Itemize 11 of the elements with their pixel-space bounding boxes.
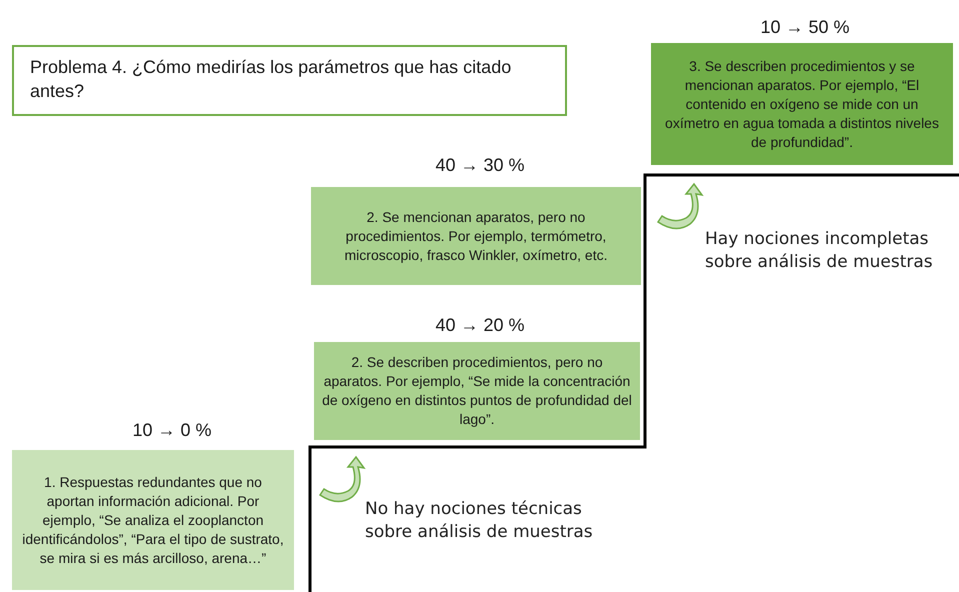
percentage-label: 10 → 50 % (760, 16, 850, 38)
note-text: No hay nociones técnicas sobre análisis de muestras (365, 498, 594, 544)
note-text: Hay nociones incompletas sobre análisis de muestras (705, 228, 934, 274)
category-box: 2. Se describen procedimientos, pero no aparatos. Por ejemplo, “Se mide la concentración de oxígeno en distintos puntos de profundidad del lago”. (314, 342, 640, 440)
category-box: 2. Se mencionan aparatos, pero no procedimientos. Por ejemplo, termómetro, microscopio, frasco Winkler, oxímetro, etc. (311, 187, 641, 285)
category-box: 1. Respuestas redundantes que no aportan información adicional. Por ejemplo, “Se analiza el zooplancton identificándolos”, “Para el tipo de sustrato, se mira si es más arcilloso, arena…” (12, 450, 294, 590)
percentage-label: 10 → 0 % (132, 419, 212, 441)
category-box: 3. Se describen procedimientos y se mencionan aparatos. Por ejemplo, “El contenido en oxígeno se mide con un oxímetro en agua tomada a distintos niveles de profundidad”. (651, 43, 953, 165)
percentage-label: 40 → 30 % (435, 154, 525, 176)
percentage-label: 40 → 20 % (435, 314, 525, 336)
question-box: Problema 4. ¿Cómo medirías los parámetros que has citado antes? (12, 45, 567, 116)
